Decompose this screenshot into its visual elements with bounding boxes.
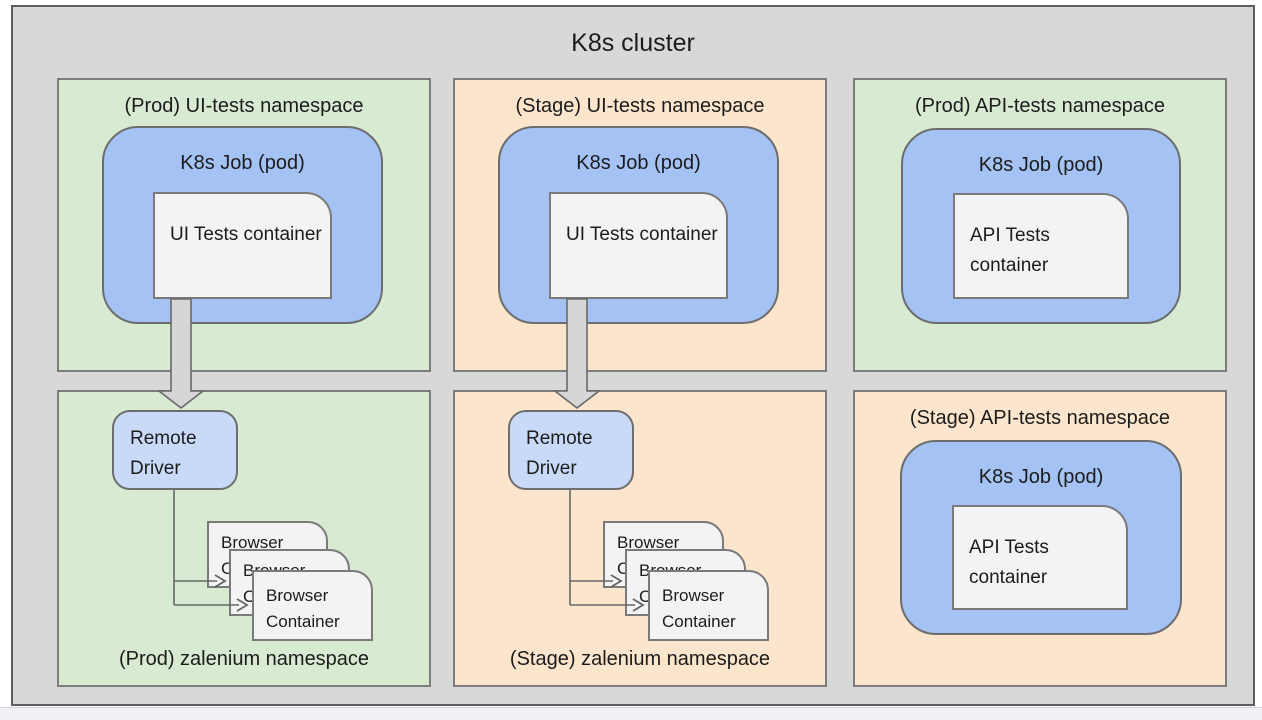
k8s-job-pod-box: K8s Job (pod) API Tests container bbox=[900, 440, 1182, 635]
namespace-label: (Prod) zalenium namespace bbox=[118, 648, 370, 670]
api-tests-container-box: API Tests container bbox=[953, 193, 1129, 299]
pod-label: K8s Job (pod) bbox=[180, 152, 305, 174]
k8s-job-pod-box: K8s Job (pod) UI Tests container bbox=[498, 126, 779, 324]
namespace-stage-zalenium: Remote Driver Browser Container Browser … bbox=[453, 390, 827, 687]
browser-container-label: Browser Container bbox=[662, 586, 736, 631]
ui-tests-container-box: UI Tests container bbox=[153, 192, 332, 299]
remote-driver-box: Remote Driver bbox=[508, 410, 634, 490]
namespace-prod-api-tests: (Prod) API-tests namespace K8s Job (pod)… bbox=[853, 78, 1227, 372]
namespace-label: (Stage) API-tests namespace bbox=[909, 407, 1171, 429]
remote-driver-box: Remote Driver bbox=[112, 410, 238, 490]
namespace-label: (Prod) UI-tests namespace bbox=[124, 95, 364, 117]
pod-label: K8s Job (pod) bbox=[978, 466, 1104, 488]
container-label: API Tests container bbox=[969, 537, 1049, 588]
container-label: API Tests container bbox=[970, 225, 1050, 276]
namespace-label: (Stage) UI-tests namespace bbox=[515, 95, 765, 117]
namespace-stage-api-tests: (Stage) API-tests namespace K8s Job (pod… bbox=[853, 390, 1227, 687]
container-label: UI Tests container bbox=[566, 224, 718, 245]
k8s-job-pod-box: K8s Job (pod) API Tests container bbox=[901, 128, 1181, 324]
pod-label: K8s Job (pod) bbox=[978, 154, 1104, 176]
container-label: UI Tests container bbox=[170, 224, 322, 245]
browser-container-box: Browser Container bbox=[252, 570, 373, 641]
api-tests-container-box: API Tests container bbox=[952, 505, 1128, 610]
browser-container-box: Browser Container bbox=[648, 570, 769, 641]
remote-driver-label: Remote Driver bbox=[130, 428, 197, 479]
namespace-prod-zalenium: Remote Driver Browser Container Browser … bbox=[57, 390, 431, 687]
cluster-title: K8s cluster bbox=[571, 29, 695, 57]
pod-label: K8s Job (pod) bbox=[576, 152, 701, 174]
window-bottom-edge bbox=[0, 707, 1262, 720]
namespace-label: (Stage) zalenium namespace bbox=[509, 648, 771, 670]
browser-container-label: Browser Container bbox=[266, 586, 340, 631]
k8s-job-pod-box: K8s Job (pod) UI Tests container bbox=[102, 126, 383, 324]
ui-tests-container-box: UI Tests container bbox=[549, 192, 728, 299]
remote-driver-label: Remote Driver bbox=[526, 428, 593, 479]
namespace-stage-ui-tests: (Stage) UI-tests namespace K8s Job (pod)… bbox=[453, 78, 827, 372]
namespace-prod-ui-tests: (Prod) UI-tests namespace K8s Job (pod) … bbox=[57, 78, 431, 372]
namespace-label: (Prod) API-tests namespace bbox=[914, 95, 1166, 117]
